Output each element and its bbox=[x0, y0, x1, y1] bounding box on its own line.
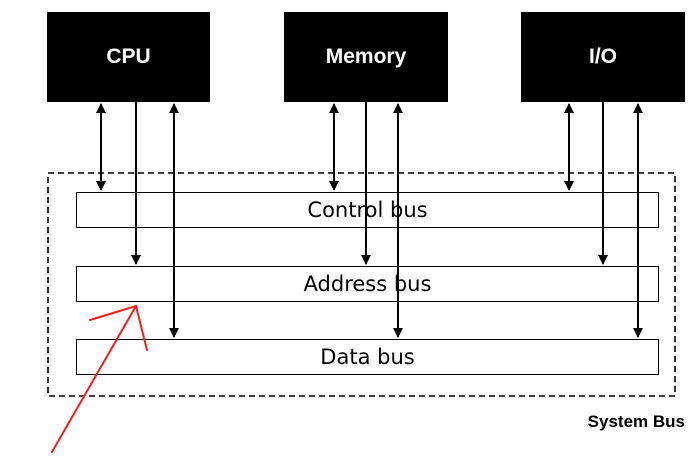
io-box: I/O bbox=[521, 12, 685, 102]
red-annotation-arrow bbox=[51, 305, 148, 453]
memory-box: Memory bbox=[284, 12, 448, 102]
system-bus-label: System Bus bbox=[587, 412, 685, 431]
cpu-label: CPU bbox=[106, 45, 151, 68]
memory-label: Memory bbox=[325, 45, 407, 68]
control-bus-label: Control bus bbox=[307, 198, 428, 222]
cpu-box: CPU bbox=[47, 12, 210, 102]
io-label: I/O bbox=[588, 45, 617, 68]
system-bus-outline bbox=[47, 172, 676, 397]
address-bus-label: Address bus bbox=[303, 272, 432, 296]
data-bus: Data bus bbox=[76, 339, 659, 375]
data-bus-label: Data bus bbox=[320, 345, 415, 369]
